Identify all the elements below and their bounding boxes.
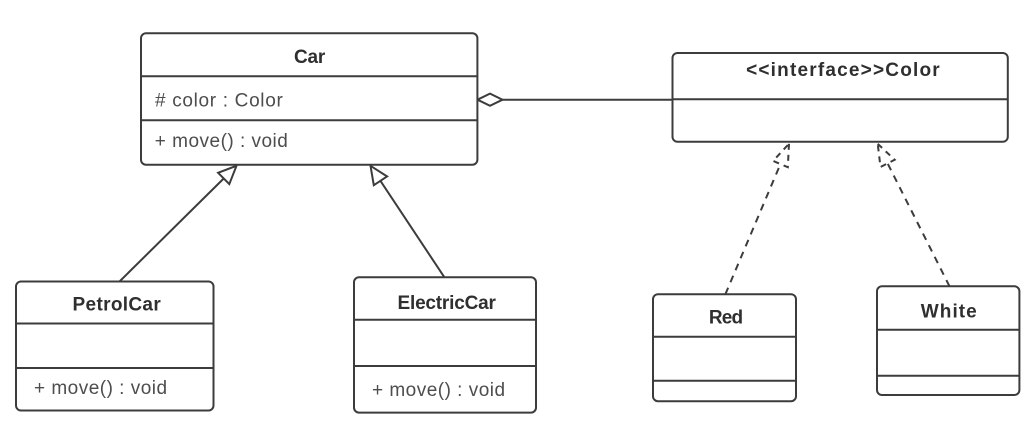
svg-text:Red: Red [709, 308, 743, 329]
svg-text:+ move() : void: + move() : void [372, 380, 506, 401]
svg-text:Car: Car [294, 47, 326, 68]
svg-text:PetrolCar: PetrolCar [73, 294, 162, 315]
svg-text:White: White [921, 302, 978, 323]
svg-text:# color : Color: # color : Color [155, 91, 283, 112]
svg-text:ElectricCar: ElectricCar [398, 293, 497, 314]
svg-text:<<interface>>Color: <<interface>>Color [746, 60, 941, 81]
svg-text:+ move() : void: + move() : void [155, 131, 289, 152]
svg-text:+ move() : void: + move() : void [34, 378, 168, 399]
